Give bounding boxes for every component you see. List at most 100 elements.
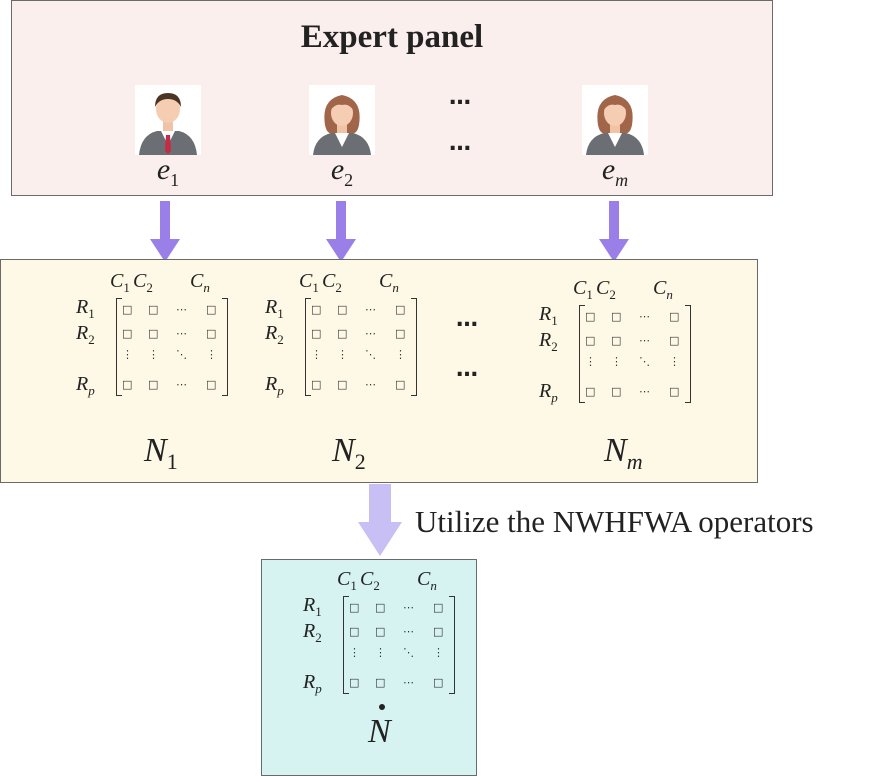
- matrix-cell: ⋮: [669, 355, 680, 368]
- arrow-em: [599, 201, 629, 262]
- expert-label: em: [601, 153, 629, 190]
- matrix-cell: □: [585, 385, 596, 398]
- matrix-cell: ⋯: [176, 327, 187, 340]
- expert-label: e2: [330, 153, 354, 190]
- row-header: R2: [303, 620, 322, 645]
- matrix-cell: ⋮: [433, 646, 444, 659]
- matrix-cell: ⋯: [639, 334, 650, 347]
- row-header: R2: [539, 329, 558, 354]
- matrix-cell: ⋮: [206, 348, 217, 361]
- matrix-cell: □: [611, 385, 622, 398]
- matrix-cell: □: [337, 327, 348, 340]
- matrix-cell: ⋱: [403, 646, 414, 659]
- matrix-bracket: [305, 298, 417, 396]
- row-header: Rp: [265, 373, 284, 398]
- aggregation-label: Utilize the NWHFWA operators: [415, 504, 814, 539]
- ellipsis-matrices-bottom: …: [456, 357, 480, 382]
- row-header: R1: [76, 296, 95, 321]
- expert-label: e1: [156, 153, 180, 190]
- matrix-cell: □: [433, 676, 444, 689]
- matrix-cell: □: [395, 303, 406, 316]
- row-header: R1: [303, 594, 322, 619]
- matrix-cell: ⋮: [122, 348, 133, 361]
- matrix-cell: ⋱: [365, 348, 376, 361]
- matrix-cell: ⋱: [639, 355, 650, 368]
- column-header: C2: [133, 270, 153, 295]
- matrix-bracket: [579, 305, 691, 403]
- matrix-cell: □: [122, 378, 133, 391]
- matrix-cell: ⋯: [365, 327, 376, 340]
- matrix-cell: ⋮: [311, 348, 322, 361]
- column-header: Cn: [653, 277, 673, 302]
- matrix-cell: □: [122, 303, 133, 316]
- row-header: Rp: [539, 380, 558, 405]
- matrix-cell: □: [206, 327, 217, 340]
- column-header: C2: [322, 270, 342, 295]
- row-header: R1: [265, 296, 284, 321]
- aggregation-arrow: [358, 484, 402, 556]
- matrix-cell: □: [375, 625, 386, 638]
- matrix-cell: ⋮: [349, 646, 360, 659]
- matrix-cell: □: [337, 303, 348, 316]
- matrix-cell: □: [669, 310, 680, 323]
- expert-1: e1: [128, 85, 208, 191]
- matrix-cell: □: [206, 378, 217, 391]
- matrix-cell: □: [206, 303, 217, 316]
- matrix-cell: ⋯: [639, 310, 650, 323]
- arrow-e2: [326, 201, 356, 262]
- ellipsis-bottom: …: [449, 131, 473, 156]
- row-header: Rp: [303, 671, 322, 696]
- column-header: C1: [110, 270, 130, 295]
- matrix-cell: ⋯: [403, 601, 414, 614]
- arrow-e1: [150, 201, 180, 262]
- matrix-cell: □: [375, 601, 386, 614]
- matrix-cell: □: [611, 334, 622, 347]
- female-avatar-icon: [582, 85, 648, 155]
- ellipsis-matrices-top: …: [456, 307, 480, 332]
- matrix-cell: □: [311, 327, 322, 340]
- matrix-cell: ⋯: [176, 378, 187, 391]
- expert-m: em: [575, 85, 655, 191]
- matrix-cell: ⋮: [395, 348, 406, 361]
- matrix-bracket: [343, 596, 455, 694]
- matrix-cell: □: [375, 676, 386, 689]
- matrix-name-n2: N2: [332, 432, 366, 474]
- matrix-cell: □: [148, 303, 159, 316]
- column-header: Cn: [379, 270, 399, 295]
- matrix-cell: □: [349, 625, 360, 638]
- matrix-cell: ⋯: [639, 385, 650, 398]
- expert-panel: Expert panel e1 e2 … …: [11, 0, 773, 196]
- matrix-cell: □: [395, 327, 406, 340]
- matrix-cell: □: [395, 378, 406, 391]
- expert-2: e2: [302, 85, 382, 191]
- dot-marker: [379, 704, 385, 710]
- matrix-cell: □: [433, 625, 444, 638]
- matrix-name-n: N: [368, 713, 391, 750]
- matrix-cell: □: [337, 378, 348, 391]
- panel-title: Expert panel: [300, 19, 484, 55]
- matrix-cell: ⋮: [148, 348, 159, 361]
- matrix-name-nm: Nm: [604, 432, 643, 474]
- column-header: C1: [573, 277, 593, 302]
- matrix-cell: ⋯: [365, 378, 376, 391]
- column-header: Cn: [190, 270, 210, 295]
- matrix-cell: □: [669, 385, 680, 398]
- matrix-cell: □: [585, 334, 596, 347]
- matrix-cell: ⋱: [176, 348, 187, 361]
- column-header: Cn: [417, 568, 437, 593]
- matrix-cell: □: [611, 310, 622, 323]
- matrix-cell: □: [669, 334, 680, 347]
- matrix-cell: □: [148, 378, 159, 391]
- matrix-cell: ⋮: [611, 355, 622, 368]
- matrix-bracket: [116, 298, 228, 396]
- matrix-name-n1: N1: [144, 432, 178, 474]
- ellipsis-top: …: [449, 85, 473, 110]
- matrix-cell: ⋯: [403, 625, 414, 638]
- matrix-cell: □: [311, 303, 322, 316]
- matrix-cell: ⋯: [176, 303, 187, 316]
